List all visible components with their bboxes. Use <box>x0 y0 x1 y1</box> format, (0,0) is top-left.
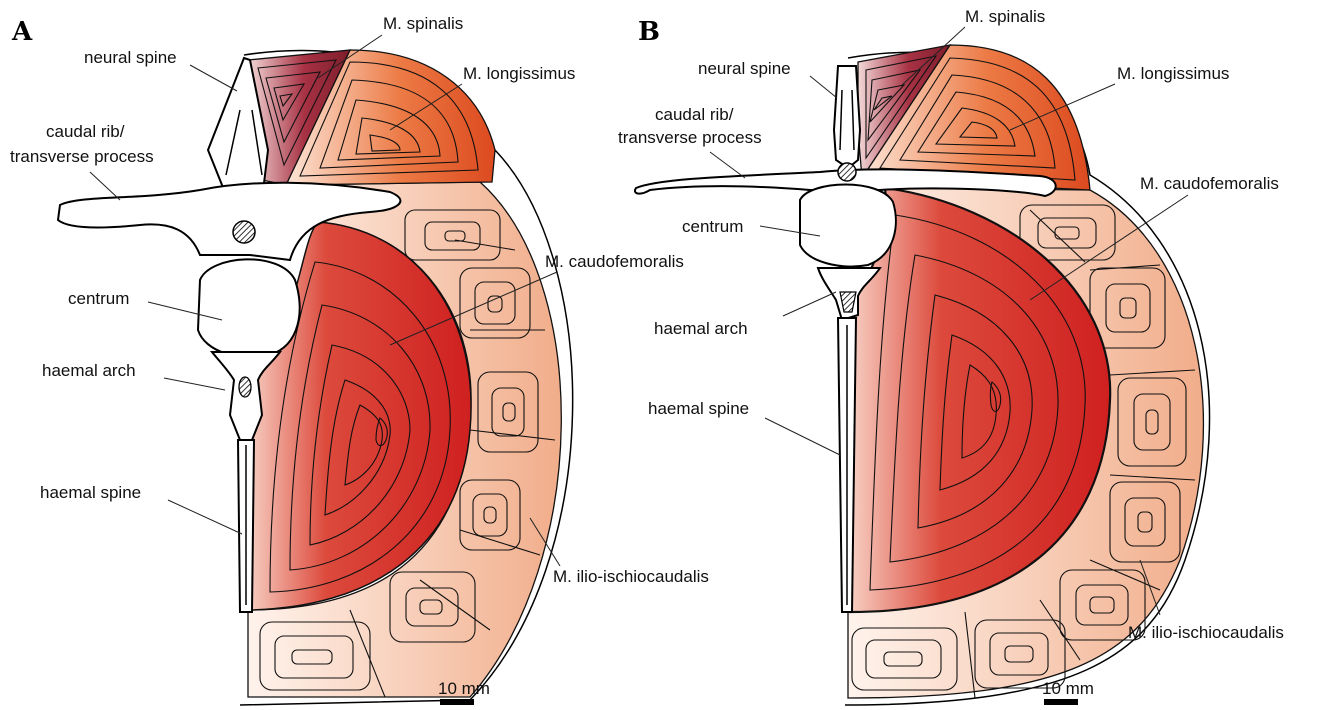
panel-b-label-ilio: M. ilio-ischiocaudalis <box>1128 623 1284 642</box>
panel-a-label-neural-spine: neural spine <box>84 48 177 67</box>
panel-a-label-haemal-spine: haemal spine <box>40 483 141 502</box>
panel-b: B <box>618 7 1284 705</box>
panel-b-neural-canal <box>838 163 856 181</box>
panel-a-label-haemal-arch: haemal arch <box>42 361 136 380</box>
panel-b-label-neural-spine: neural spine <box>698 59 791 78</box>
panel-b-centrum <box>800 185 896 267</box>
panel-b-label-spinalis: M. spinalis <box>965 7 1045 26</box>
panel-a-centrum <box>198 259 300 357</box>
panel-a-label-longissimus: M. longissimus <box>463 64 575 83</box>
panel-b-scale-label: 10 mm <box>1042 679 1094 698</box>
panel-a-label-caudofemoralis: M. caudofemoralis <box>545 252 684 271</box>
panel-a-scale-label: 10 mm <box>438 679 490 698</box>
panel-a-letter: A <box>11 17 33 47</box>
panel-a-label-caudal-rib-1: caudal rib/ <box>46 122 125 141</box>
panel-b-letter: B <box>638 17 660 47</box>
panel-a-scale-bar <box>440 699 474 705</box>
panel-b-label-haemal-spine: haemal spine <box>648 399 749 418</box>
panel-a-label-spinalis: M. spinalis <box>383 14 463 33</box>
panel-a-neural-canal <box>233 221 255 243</box>
panel-a-label-caudal-rib-2: transverse process <box>10 147 154 166</box>
panel-b-scale-bar <box>1044 699 1078 705</box>
panel-a-label-ilio: M. ilio-ischiocaudalis <box>553 567 709 586</box>
panel-a: A <box>10 14 709 705</box>
panel-b-label-caudofemoralis: M. caudofemoralis <box>1140 174 1279 193</box>
panel-b-label-caudal-rib-1: caudal rib/ <box>655 105 734 124</box>
panel-b-label-caudal-rib-2: transverse process <box>618 128 762 147</box>
panel-a-haemal-canal <box>239 377 251 397</box>
panel-b-label-centrum: centrum <box>682 217 743 236</box>
panel-b-label-longissimus: M. longissimus <box>1117 64 1229 83</box>
panel-b-neural-spine <box>834 66 860 168</box>
panel-b-label-haemal-arch: haemal arch <box>654 319 748 338</box>
panel-a-label-centrum: centrum <box>68 289 129 308</box>
